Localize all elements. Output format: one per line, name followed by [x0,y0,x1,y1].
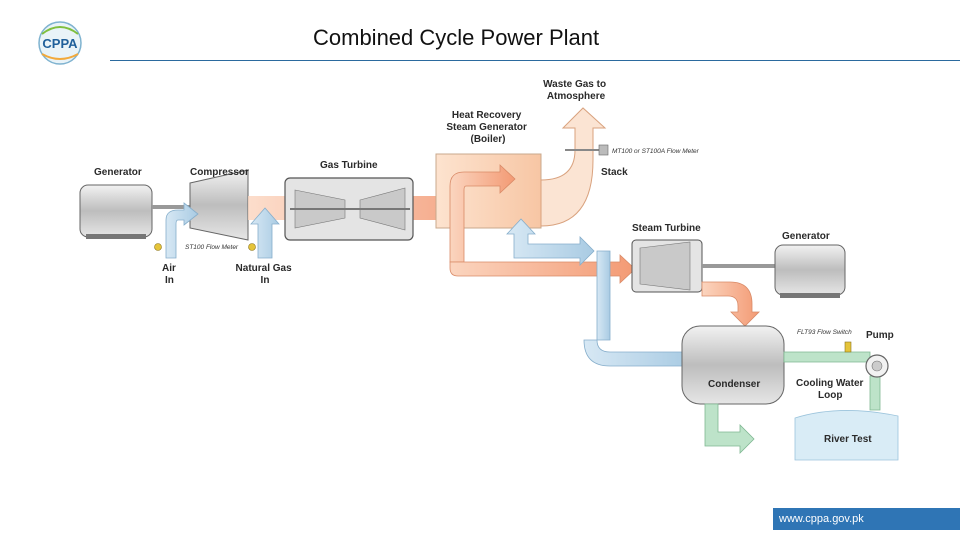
steam-turbine [631,239,775,293]
stack [540,107,607,227]
compressor [189,169,249,241]
condenser-label: Condenser [708,379,760,390]
generator-left [79,184,190,239]
natural-gas-in-label: Natural Gas In [236,263,295,286]
exhaust-steam-pipe [701,281,760,327]
flt93-flow-switch [844,341,852,353]
stack-flow-meter-label: MT100 or ST100A Flow Meter [612,148,700,155]
steam-turbine-label: Steam Turbine [632,223,701,234]
compressor-label: Compressor [190,167,249,178]
waste-gas-label: Waste Gas to Atmosphere [543,79,609,102]
cooling-water-pipe [704,351,881,454]
cppa-logo-graphic: CPPA [38,21,82,65]
river-label: River Test [824,434,872,445]
power-plant-diagram: Generator Compressor Gas Turbine Heat Re… [79,79,899,461]
air-in-label: Air In [162,263,179,286]
stack-flow-meter [598,144,609,156]
logo-text: CPPA [42,36,78,51]
steam-supply-pipe [449,164,636,284]
stack-label: Stack [601,167,628,178]
pump-label: Pump [866,330,894,341]
generator-left-label: Generator [94,167,142,178]
generator-right-label: Generator [782,231,830,242]
title-divider [110,60,960,61]
page-title: Combined Cycle Power Plant [313,25,600,50]
pump [865,354,889,378]
air-in-arrow [165,202,199,259]
natural-gas-in-arrow [250,207,280,259]
st100-meter-label: ST100 Flow Meter [185,244,239,251]
gas-turbine-label: Gas Turbine [320,160,378,171]
footer-url[interactable]: www.cppa.gov.pk [773,508,960,530]
generator-right [774,244,846,298]
condenser [681,325,785,405]
cppa-logo: CPPA [30,18,90,68]
st100-meter-air [154,243,162,251]
st100-meter-gas [248,243,256,251]
river [794,410,899,461]
feedwater-return-pipe [506,218,691,367]
cooling-loop-label: Cooling Water Loop [796,378,866,401]
hrsg-label: Heat Recovery Steam Generator (Boiler) [446,110,529,145]
gas-turbine [284,177,414,241]
flt93-switch-label: FLT93 Flow Switch [797,329,852,336]
